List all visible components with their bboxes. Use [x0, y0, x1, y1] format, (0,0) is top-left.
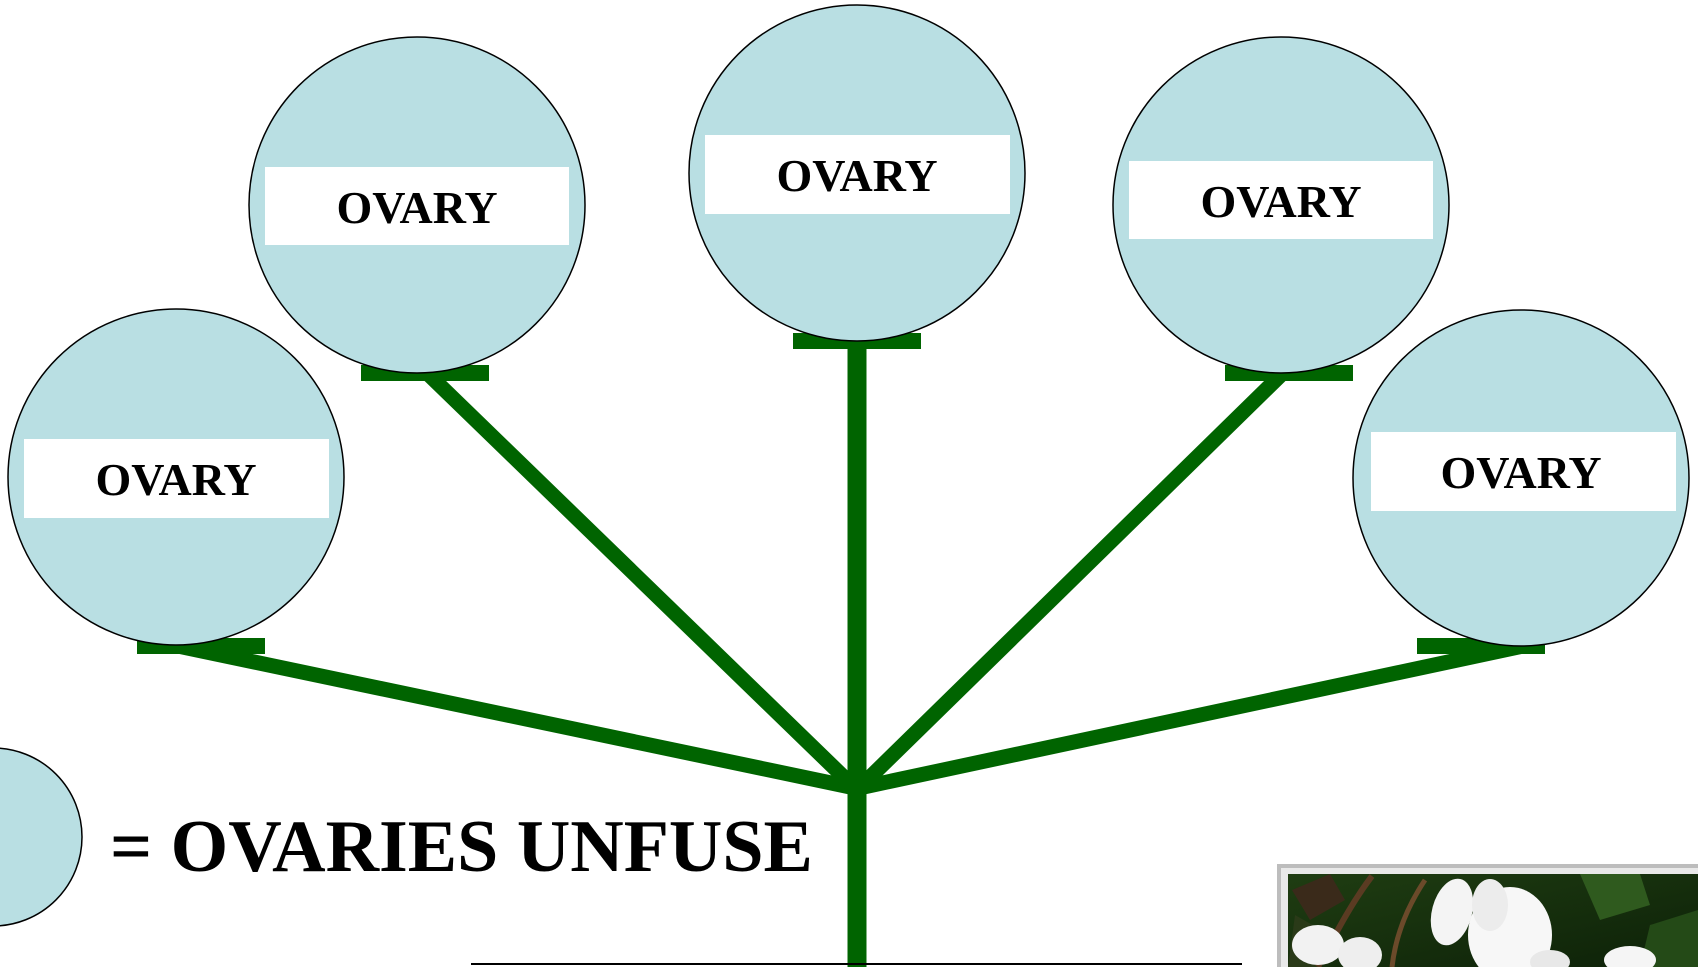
ovary-label-box — [705, 135, 1010, 214]
ovary-label: OVARY — [776, 150, 937, 201]
ovary-label: OVARY — [1200, 176, 1361, 227]
ovary-5: OVARY — [1352, 309, 1690, 647]
ovary-label-box — [1129, 161, 1433, 239]
ovary-label-box — [24, 439, 329, 518]
ovary-label-box — [1371, 432, 1676, 511]
branch-1 — [176, 638, 857, 796]
flower-photo — [1277, 864, 1698, 967]
branch-4 — [853, 364, 1292, 794]
legend-text: = OVARIES UNFUSE — [110, 806, 813, 888]
branch-2 — [418, 364, 861, 794]
ovary-1: OVARY — [7, 308, 345, 646]
branch-5 — [857, 638, 1525, 796]
ovary-label: OVARY — [1440, 447, 1601, 498]
ovary-3: OVARY — [688, 4, 1026, 342]
legend-ovary-swatch — [0, 747, 83, 927]
ovary-label: OVARY — [336, 182, 497, 233]
legend: = OVARIES UNFUSE — [0, 747, 813, 927]
receptacle-bars — [137, 333, 1545, 654]
ovary-label-box — [265, 167, 569, 245]
ovary-label: OVARY — [95, 454, 256, 505]
ovary-2: OVARY — [248, 36, 586, 374]
ovary-4: OVARY — [1112, 36, 1450, 374]
flower-stalks — [176, 340, 1525, 967]
